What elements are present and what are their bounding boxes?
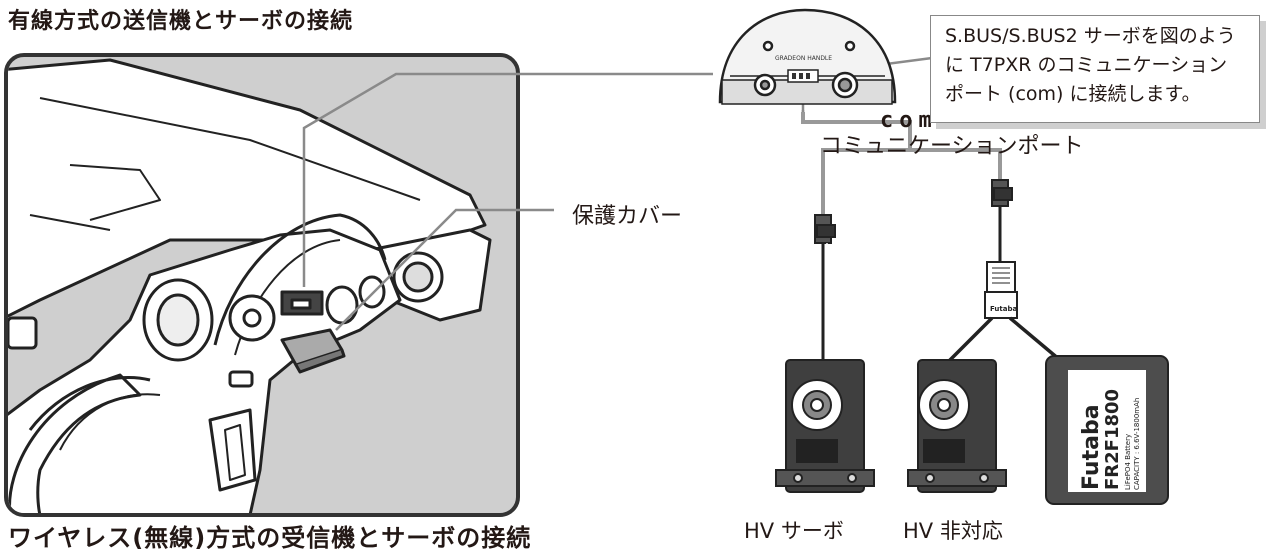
transmitter-illustration: [4, 53, 520, 517]
handle-text: GRADEON HANDLE: [775, 55, 832, 62]
callout-line-1: S.BUS/S.BUS2 サーボを図のよう: [945, 25, 1236, 47]
com-port-device: GRADEON HANDLE: [718, 8, 897, 105]
callout-line-2: に T7PXR のコミュニケーション: [945, 54, 1228, 76]
hv-servo: [775, 359, 875, 493]
callout-line-3: ポート (com) に接続します。: [945, 83, 1201, 105]
connector-left: [814, 214, 836, 360]
battery-pack: Futaba FR2F1800 LiFePO4 Battery CAPACITY…: [1045, 355, 1169, 505]
com-label: com: [880, 108, 938, 133]
battery-capacity: CAPACITY : 6.6V-1800mAh: [1133, 398, 1141, 490]
hub-brand: Futaba: [990, 305, 1017, 313]
battery-model: FR2F1800: [1102, 389, 1123, 490]
power-hub: Futaba: [943, 261, 1062, 367]
non-hv-label: HV 非対応: [903, 519, 1003, 543]
protective-cover-label: 保護カバー: [572, 204, 683, 229]
connector-right: [991, 179, 1013, 262]
servo-cables: [801, 112, 1002, 215]
section-title: ワイヤレス(無線)方式の受信機とサーボの接続: [8, 524, 532, 552]
hv-servo-label: HV サーボ: [744, 519, 844, 543]
page-title: 有線方式の送信機とサーボの接続: [8, 9, 354, 34]
battery-type: LiFePO4 Battery: [1124, 434, 1132, 490]
battery-brand: Futaba: [1079, 404, 1104, 490]
comm-port-label: コミュニケーションポート: [820, 134, 1084, 159]
instruction-callout: S.BUS/S.BUS2 サーボを図のよう に T7PXR のコミュニケーション…: [930, 15, 1260, 123]
non-hv-servo: [907, 359, 1007, 493]
